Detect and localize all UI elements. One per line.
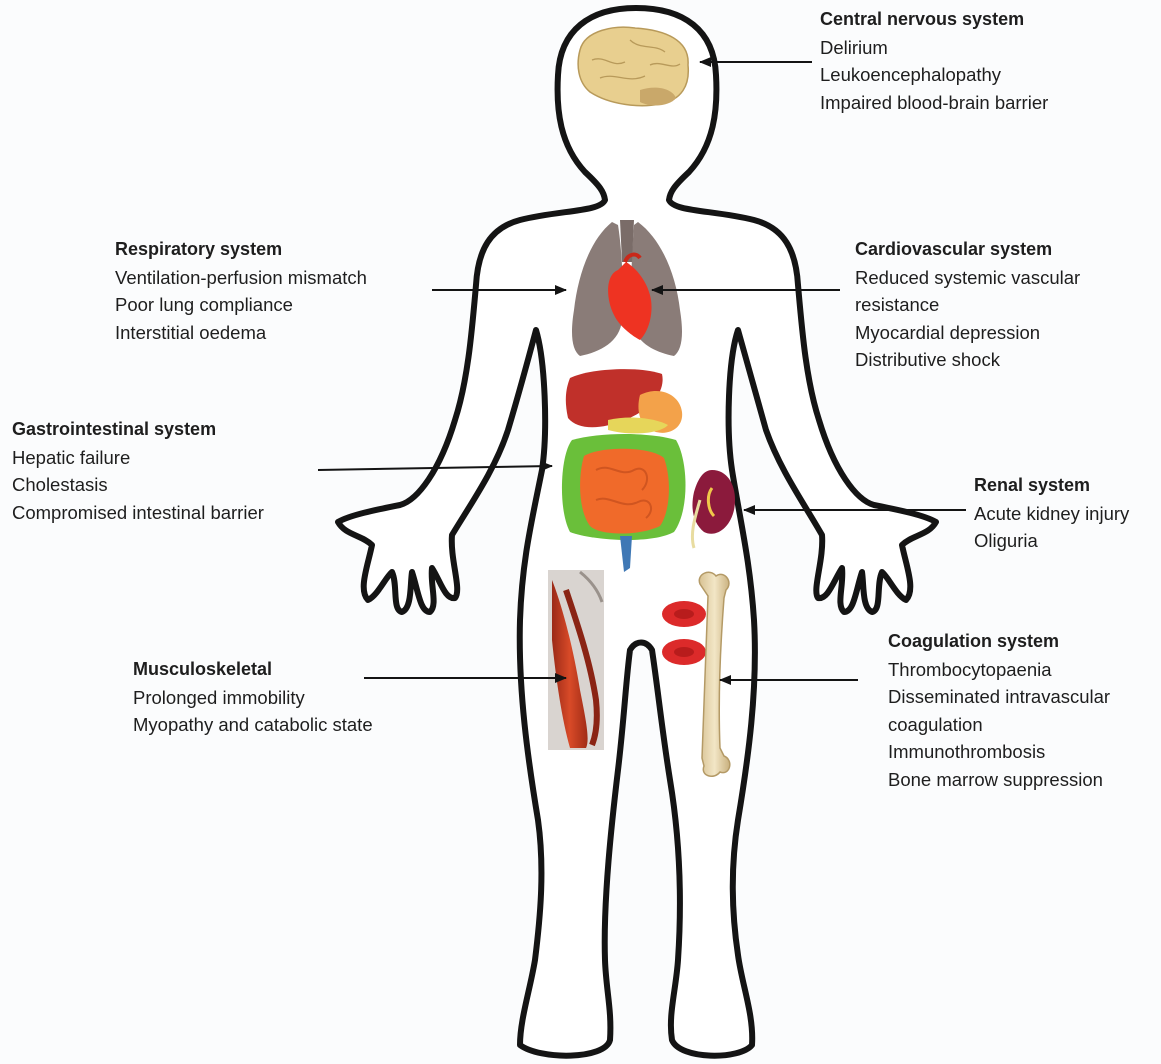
- brain-icon: [578, 27, 688, 105]
- cardiovascular-item: Distributive shock: [855, 346, 1080, 374]
- musculoskeletal-item: Myopathy and catabolic state: [133, 711, 373, 739]
- cardiovascular-item: resistance: [855, 291, 1080, 319]
- respiratory-item: Poor lung compliance: [115, 291, 367, 319]
- musculoskeletal-item: Prolonged immobility: [133, 684, 373, 712]
- cns-item: Impaired blood-brain barrier: [820, 89, 1048, 117]
- musculoskeletal-title: Musculoskeletal: [133, 656, 373, 684]
- cardiovascular-item: Myocardial depression: [855, 319, 1080, 347]
- renal-item: Acute kidney injury: [974, 500, 1129, 528]
- gastrointestinal-item: Hepatic failure: [12, 444, 264, 472]
- gastrointestinal-item: Compromised intestinal barrier: [12, 499, 264, 527]
- coagulation-item: Bone marrow suppression: [888, 766, 1110, 794]
- cardiovascular-label: Cardiovascular system Reduced systemic v…: [855, 236, 1080, 374]
- cns-item: Delirium: [820, 34, 1048, 62]
- renal-label: Renal system Acute kidney injury Oliguri…: [974, 472, 1129, 555]
- respiratory-item: Interstitial oedema: [115, 319, 367, 347]
- coagulation-title: Coagulation system: [888, 628, 1110, 656]
- cns-label: Central nervous system Delirium Leukoenc…: [820, 6, 1048, 116]
- cardiovascular-item: Reduced systemic vascular: [855, 264, 1080, 292]
- renal-title: Renal system: [974, 472, 1129, 500]
- cardiovascular-title: Cardiovascular system: [855, 236, 1080, 264]
- gastrointestinal-title: Gastrointestinal system: [12, 416, 264, 444]
- cns-title: Central nervous system: [820, 6, 1048, 34]
- gastrointestinal-label: Gastrointestinal system Hepatic failure …: [12, 416, 264, 526]
- coagulation-item: Disseminated intravascular: [888, 683, 1110, 711]
- coagulation-item: Immunothrombosis: [888, 738, 1110, 766]
- coagulation-item: Thrombocytopaenia: [888, 656, 1110, 684]
- muscle-icon: [548, 570, 604, 750]
- musculoskeletal-label: Musculoskeletal Prolonged immobility Myo…: [133, 656, 373, 739]
- coagulation-item: coagulation: [888, 711, 1110, 739]
- respiratory-item: Ventilation-perfusion mismatch: [115, 264, 367, 292]
- cns-item: Leukoencephalopathy: [820, 61, 1048, 89]
- respiratory-label: Respiratory system Ventilation-perfusion…: [115, 236, 367, 346]
- respiratory-title: Respiratory system: [115, 236, 367, 264]
- renal-item: Oliguria: [974, 527, 1129, 555]
- coagulation-label: Coagulation system Thrombocytopaenia Dis…: [888, 628, 1110, 793]
- gastrointestinal-item: Cholestasis: [12, 471, 264, 499]
